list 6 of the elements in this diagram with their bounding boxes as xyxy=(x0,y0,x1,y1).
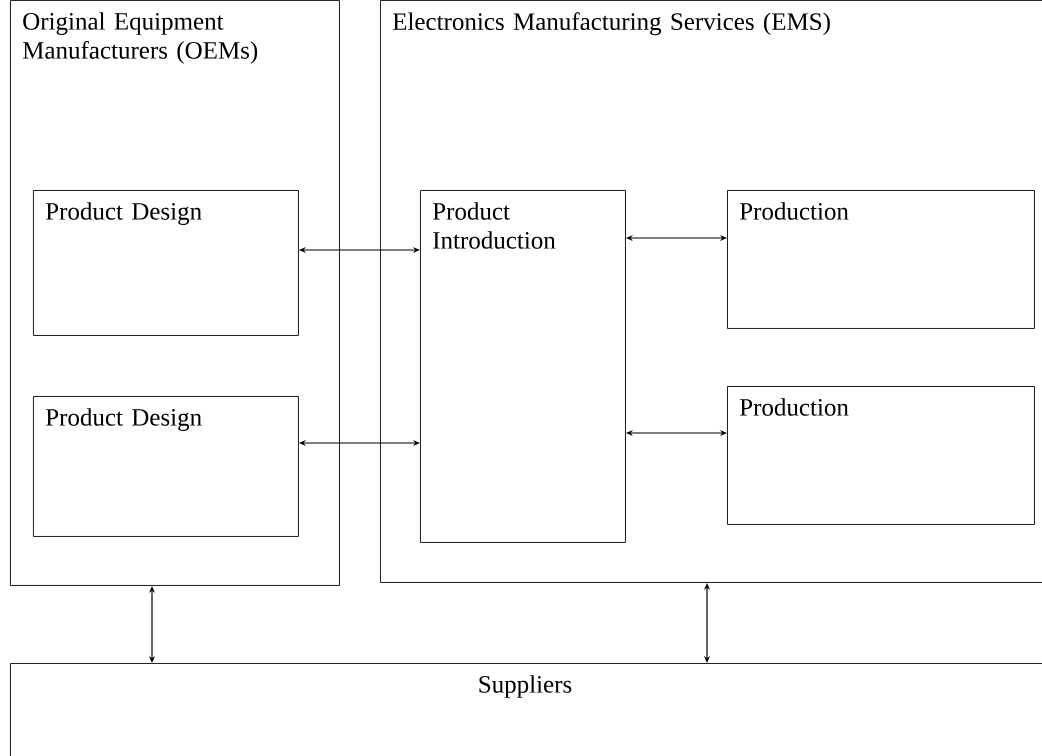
box: Product Design xyxy=(33,190,299,336)
box: Production xyxy=(727,386,1035,525)
box: Production xyxy=(727,190,1035,329)
box: Suppliers xyxy=(10,663,1042,756)
box: Product Design xyxy=(33,396,299,537)
box: Product Introduction xyxy=(420,190,626,543)
